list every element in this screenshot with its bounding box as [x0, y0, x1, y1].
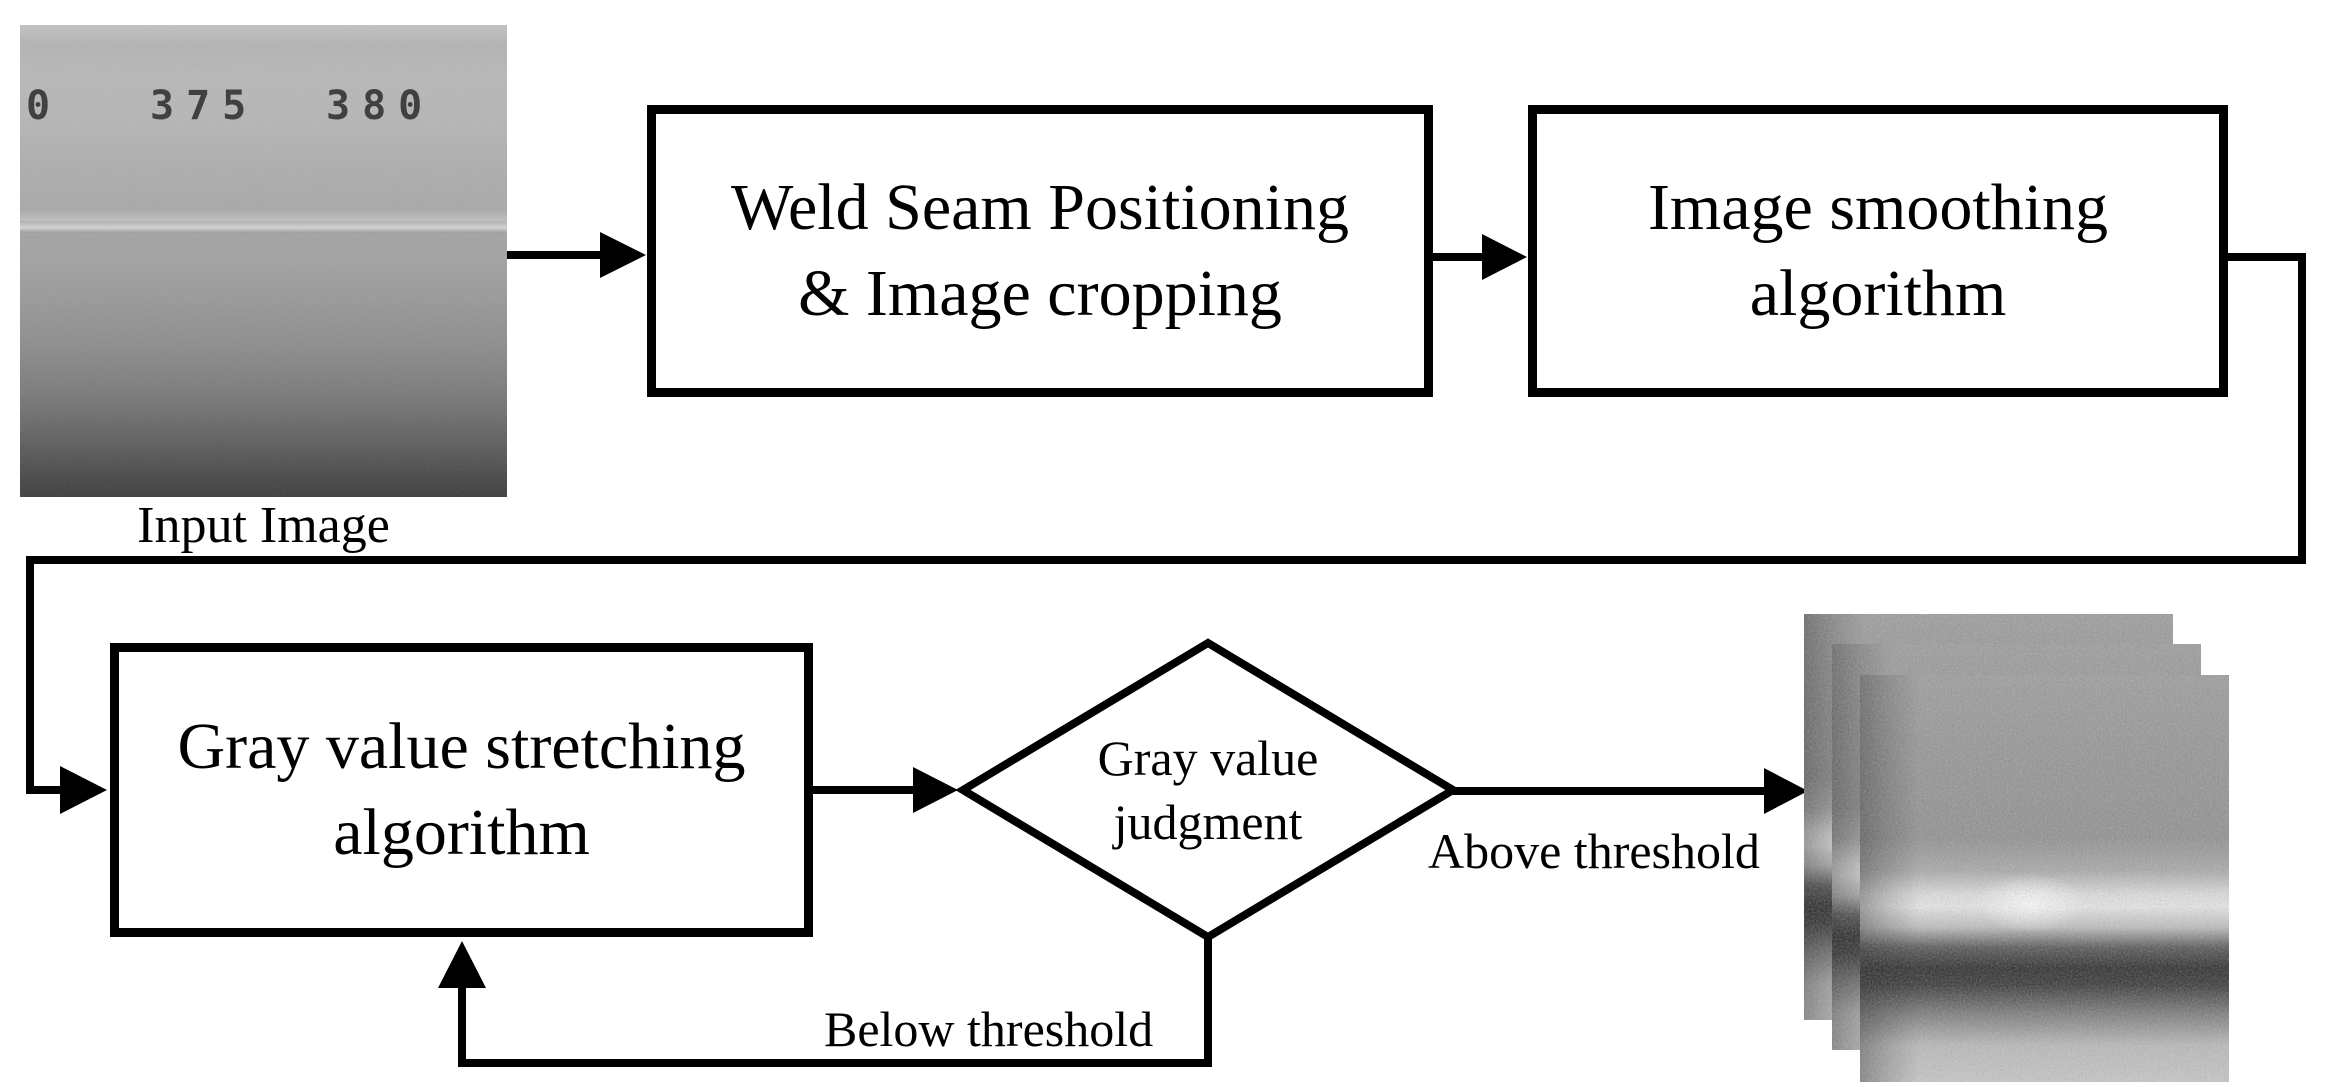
- photo-grain-texture: [20, 25, 507, 497]
- process-label-line: Image smoothing: [1647, 171, 2109, 245]
- process-box-gray-value-stretching: Gray value stretching algorithm: [110, 643, 813, 937]
- arrowhead-into-smooth: [1482, 234, 1527, 280]
- edge-judgment-below-feedback: [458, 937, 1212, 1067]
- arrowhead-feedback-up: [438, 941, 486, 988]
- arrowhead-into-output: [1764, 768, 1808, 814]
- decision-label-line: judgment: [1113, 794, 1303, 850]
- process-box-weld-seam-positioning: Weld Seam Positioning & Image cropping: [647, 105, 1433, 397]
- edge-label-above-threshold: Above threshold: [1428, 823, 1760, 879]
- decision-label-line: Gray value: [1097, 730, 1319, 786]
- process-label-line: algorithm: [333, 796, 590, 869]
- output-image-front: [1860, 675, 2229, 1082]
- output-grain-texture: [1860, 675, 2229, 1082]
- input-photo: 0 375 380: [20, 25, 507, 497]
- arrowhead-into-weld: [600, 232, 646, 278]
- process-label-line: algorithm: [1749, 257, 2007, 330]
- process-label-line: Gray value stretching: [177, 710, 746, 784]
- input-image-caption: Input Image: [137, 497, 390, 554]
- decision-diamond: [955, 638, 1461, 942]
- edge-smooth-to-stretch: [26, 253, 2306, 794]
- process-label-line: & Image cropping: [798, 257, 1282, 330]
- arrowhead-into-stretch: [60, 766, 107, 814]
- arrowhead-into-judgment: [913, 767, 958, 813]
- edge-label-below-threshold: Below threshold: [824, 1001, 1154, 1057]
- process-label-line: Weld Seam Positioning: [730, 171, 1349, 245]
- process-box-image-smoothing: Image smoothing algorithm: [1528, 105, 2228, 397]
- decision-label-gray-value-judgment: Gray value judgment: [1023, 697, 1393, 883]
